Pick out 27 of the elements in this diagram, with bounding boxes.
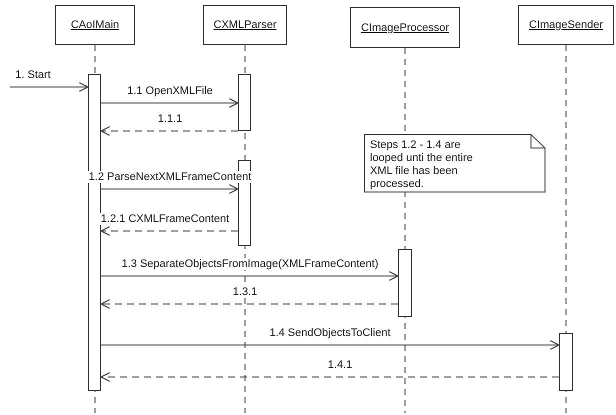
activation-bar [398,249,412,317]
message-arrow [100,184,239,194]
message-label: 1.4 SendObjectsToClient [268,327,392,339]
message-arrow [100,98,239,108]
message-label: 1.4.1 [326,359,354,371]
note-box [364,134,546,193]
return-arrow [100,372,560,382]
message-arrow [100,340,560,350]
message-label: 1.2.1 CXMLFrameContent [100,213,230,225]
message-label: 1.1.1 [156,113,184,125]
message-arrow [100,270,399,282]
participant-box: CImageSender [518,5,614,45]
activation-bar [238,74,251,131]
activation-bar [559,333,573,391]
message-label: 1.3.1 [232,286,258,298]
message-arrow [10,82,89,92]
return-arrow [100,298,398,310]
note-text: Steps 1.2 - 1.4 are looped unti the entire XML file has been processed. [370,139,474,191]
participant-box: CXMLParser [203,5,287,45]
participant-box: CAoIMain [55,5,135,45]
message-label: 1.3 SeparateObjectsFromImage(XMLFrameContent) [120,258,380,270]
return-arrow [100,226,238,236]
message-label: 1. Start [14,69,52,81]
return-arrow [100,126,238,136]
message-label: 1.2 ParseNextXMLFrameContent [88,171,252,183]
message-label: 1.1 OpenXMLFile [126,85,214,97]
participant-box: CImageProcessor [350,7,460,48]
